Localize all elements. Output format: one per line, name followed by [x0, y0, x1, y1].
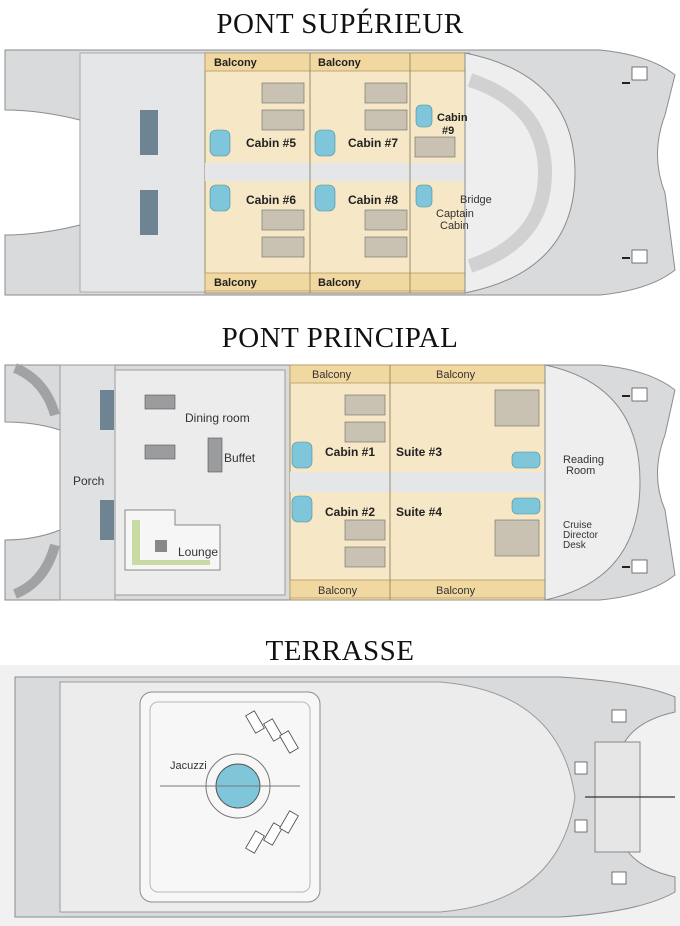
label-balcony: Balcony	[318, 277, 362, 289]
label-cabin-7: Cabin #7	[348, 136, 398, 150]
sun-deck-plan: Jacuzzi	[14, 676, 676, 918]
label-captain-cabin-2: Cabin	[440, 220, 469, 232]
lounge-sofa	[124, 509, 221, 571]
main-deck-title: PONT PRINCIPAL	[221, 322, 459, 354]
main-deck-plan: Dining room Buffet Porch Lounge Balcony …	[4, 363, 676, 601]
label-balcony: Balcony	[318, 57, 362, 69]
label-cruise-director-desk-3: Desk	[563, 540, 587, 551]
label-cabin-8: Cabin #8	[348, 193, 398, 207]
reading-room	[544, 364, 641, 601]
label-cabin-5: Cabin #5	[246, 136, 296, 150]
label-porch: Porch	[73, 474, 104, 488]
label-lounge: Lounge	[178, 545, 218, 559]
label-cabin-6: Cabin #6	[246, 193, 296, 207]
label-suite-4: Suite #4	[396, 505, 442, 519]
stairs-icon	[100, 390, 114, 540]
upper-deck-title: PONT SUPÉRIEUR	[216, 8, 464, 40]
label-bridge: Bridge	[460, 194, 492, 206]
bridge-area	[464, 52, 576, 294]
sun-deck-title: TERRASSE	[265, 635, 415, 667]
label-balcony: Balcony	[214, 277, 258, 289]
label-buffet: Buffet	[224, 451, 256, 465]
label-suite-3: Suite #3	[396, 445, 442, 459]
label-balcony: Balcony	[318, 585, 358, 597]
label-cruise-director-desk: Cruise	[563, 520, 592, 531]
label-balcony: Balcony	[436, 585, 476, 597]
label-captain-cabin: Captain	[436, 208, 474, 220]
label-cabin-2: Cabin #2	[325, 505, 375, 519]
upper-deck-plan: Balcony Balcony Balcony Balcony Cabin #5…	[4, 49, 676, 296]
label-reading-room: Reading	[563, 454, 604, 466]
label-cabin-9: Cabin	[437, 112, 468, 124]
label-cruise-director-desk-2: Director	[563, 530, 599, 541]
label-balcony: Balcony	[214, 57, 258, 69]
label-cabin-1: Cabin #1	[325, 445, 375, 459]
label-balcony: Balcony	[312, 369, 352, 381]
label-reading-room-2: Room	[566, 465, 595, 477]
label-jacuzzi: Jacuzzi	[170, 760, 207, 772]
label-balcony: Balcony	[436, 369, 476, 381]
stairs-icon	[140, 110, 158, 235]
label-dining-room: Dining room	[185, 411, 250, 425]
label-cabin-9-number: #9	[442, 125, 454, 137]
